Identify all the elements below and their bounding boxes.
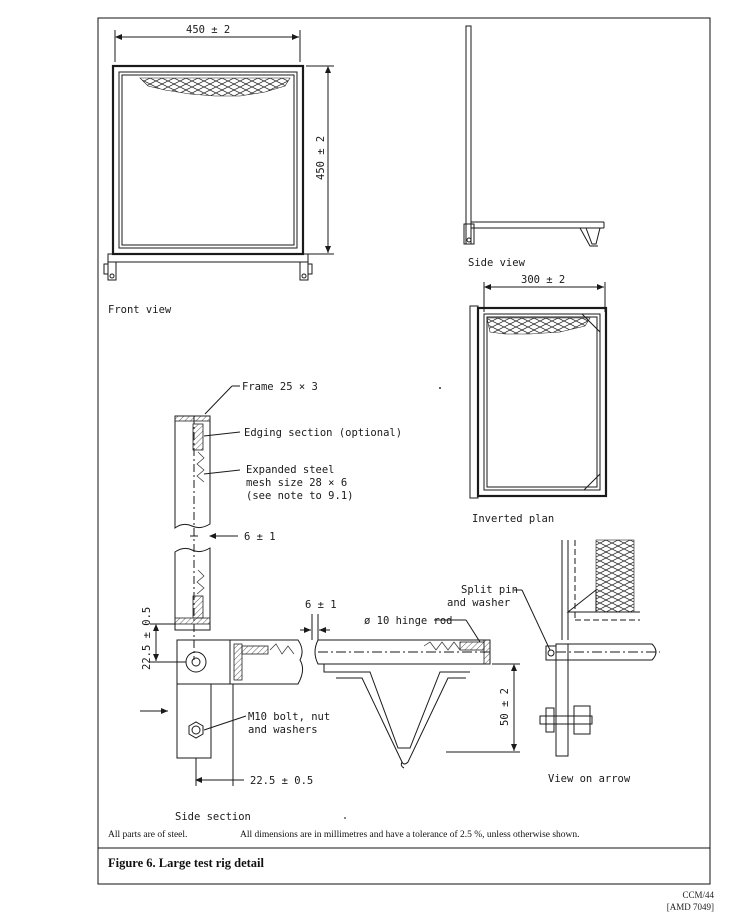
sheet-border (97, 17, 711, 885)
dim-50: 50 ± 2 (499, 688, 511, 726)
label-side-view: Side view (468, 257, 526, 269)
ref-ccm: CCM/44 (682, 890, 714, 900)
label-mesh-3: (see note to 9.1) (246, 490, 353, 502)
view-on-arrow: Split pin and washer View on arrow (447, 539, 660, 785)
dim-22-5-horizontal: 22.5 ± 0.5 (250, 775, 313, 787)
ref-amd: [AMD 7049] (666, 902, 714, 912)
dim-22-5-vertical: 22.5 ± 0.5 (141, 607, 153, 670)
dim-front-width: 450 ± 2 (186, 24, 230, 36)
front-view: 450 ± 2 450 ± 2 Front view (103, 24, 334, 316)
label-edging: Edging section (optional) (244, 427, 402, 439)
label-front-view: Front view (108, 304, 172, 316)
label-frame: Frame 25 × 3 (242, 381, 318, 393)
dim-plan-width: 300 ± 2 (521, 274, 565, 286)
label-view-on-arrow: View on arrow (548, 773, 631, 785)
side-view: Side view (463, 25, 605, 269)
label-split-pin-2: and washer (447, 597, 510, 609)
label-mesh-2: mesh size 28 × 6 (246, 477, 347, 489)
figure-caption: Figure 6. Large test rig detail (108, 856, 264, 870)
dim-gap-6-top: 6 ± 1 (305, 599, 337, 611)
note-dimensions: All dimensions are in millimetres and ha… (240, 830, 580, 840)
label-inverted-plan: Inverted plan (472, 513, 554, 525)
label-hinge-rod: ø 10 hinge rod (364, 615, 453, 627)
label-bolt-2: and washers (248, 724, 318, 736)
side-section: Frame 25 × 3 Edging section (optional) E… (140, 381, 402, 823)
label-bolt-1: M10 bolt, nut (248, 711, 330, 723)
dim-gap-6: 6 ± 1 (244, 531, 276, 543)
dim-front-height: 450 ± 2 (315, 136, 327, 180)
base-section: 6 ± 1 ø 10 hinge rod 50 ± 2 (230, 599, 520, 769)
inverted-plan: 300 ± 2 Inverted plan (469, 274, 608, 525)
label-split-pin-1: Split pin (461, 584, 518, 596)
label-mesh-1: Expanded steel (246, 464, 335, 476)
label-side-section: Side section (175, 811, 251, 823)
note-steel: All parts are of steel. (108, 830, 188, 840)
